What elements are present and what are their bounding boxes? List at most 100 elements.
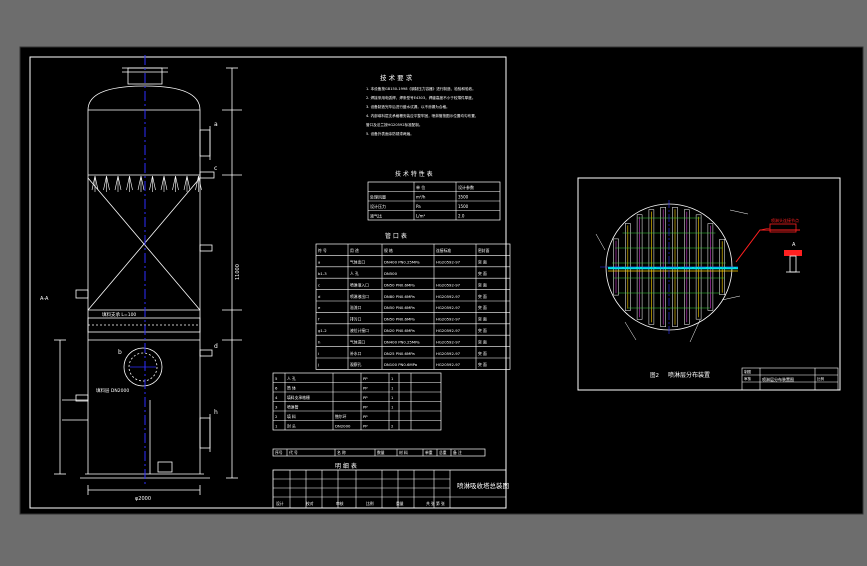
spray-nozzle [183,175,191,192]
parts-header-cell: 备 注 [453,450,462,455]
parts-list-cell: 3 [275,404,278,409]
label-nozzle-h: h [214,409,218,416]
label-nozzle-c: c [214,165,217,172]
nozzle-table-cell: 突 面 [478,317,487,322]
parts-list-cell: 封 头 [287,423,296,428]
inset-detail-tag: A [792,242,796,248]
nozzle-table-cell: 连接标准 [436,248,451,253]
tech-table-cell: m³/h [416,194,426,199]
nozzle-table-cell: 突 面 [478,339,487,344]
label-packing-support: 填料支承 L=100 [102,311,136,318]
nozzle-table-cell: d [318,294,321,299]
inset-tb-cell: 比例 [817,376,825,381]
tee-detail [784,250,802,273]
tech-table-cell: 1500 [458,204,469,209]
label-packing-layer: 填料层 DN2000 [96,387,129,394]
inset-tb-cell: 制图 [744,369,752,374]
parts-list-cell: 1 [391,376,394,381]
nozzle-table-cell: b1-3 [318,271,327,276]
parts-header-cell: 数量 [377,450,385,455]
nozzle-table-cell: HG20592-97 [436,317,461,322]
inset-caption-prefix: 图2 [650,371,659,379]
tech-table-cell: 单 位 [416,184,425,190]
parts-header-cell: 序号 [275,450,283,455]
title-block-cell: 比例 [366,501,374,506]
nozzle-table-cell: 突 面 [478,328,487,333]
nozzle-table-cell: 观察孔 [350,362,362,367]
spray-nozzle [160,175,168,192]
tech-table-cell: 2.0 [458,213,465,218]
nozzle-table-cell: 溢流口 [350,305,362,310]
parts-list-cell: PP [363,404,368,409]
tech-requirement-line: 管口及法兰按HG20592标准配制。 [366,122,422,127]
parts-list-cell: 鲍尔环 [335,414,347,419]
parts-list-cell: 1 [275,423,278,428]
nozzle-table-cell: HG20592-97 [436,339,461,344]
inset-title-block: 制图审核喷淋层分布装置图比例 [741,367,839,391]
nozzle-table-cell: e [318,305,321,310]
nozzle-table-cell: f [318,317,320,322]
label-nozzle-a: a [214,121,218,128]
nozzle-table-cell: 密封面 [478,248,490,253]
parts-header-cell: 材 料 [399,450,408,455]
tech-table-cell: 设计参数 [458,184,474,190]
parts-list-caption: 明 细 表 [335,462,357,470]
nozzle-table-cell: 突 面 [478,271,487,276]
nozzle-table-cell: 液位计接口 [350,328,369,333]
nozzle-table-cell: 补水口 [350,351,362,356]
nozzle-table-cell: g1-2 [318,328,327,333]
nozzle-table-cell: HG20592-97 [436,362,461,367]
tech-requirements-text: 1. 本设备按GB150-1998《钢制压力容器》进行制造、检验和验收。2. 焊… [366,86,478,136]
tech-table-title: 技 术 特 性 表 [395,170,433,178]
parts-list-cell: PP [363,423,368,428]
nozzle-table-cell: DN50 PN0.6MPa [384,305,415,310]
nozzle-table-cell: HG20592-97 [436,294,461,299]
spray-distributor-plan: A 喷淋头连接节点 [595,200,802,343]
drawing-frame [29,56,507,509]
nozzle-table-cell: 喷淋液出口 [350,294,369,299]
tech-requirement-line: 3. 设备制造完毕后进行盛水试漏，以不渗漏为合格。 [366,104,450,109]
nozzle-table-cell: DN400 PN0.25MPa [384,260,420,265]
nozzle-table-cell: 突 面 [478,294,487,299]
nozzle-table-cell: DN400 PN0.25MPa [384,339,420,344]
title-block-cell: 共 张 第 张 [426,501,445,506]
inset-detail-label: 喷淋头连接节点 [771,217,799,223]
spray-nozzle [91,175,99,192]
parts-list-cell: PP [363,376,368,381]
nozzle-table-cell: 突 面 [478,362,487,367]
label-section: A-A [40,296,49,302]
nozzle-table-cell: DN50 PN0.6MPa [384,317,415,322]
tech-requirement-line: 2. 焊接采用电弧焊，焊条型号E4303，焊缝高度不小于较薄件厚度。 [366,95,475,100]
nozzle-table-cell: 喷淋液入口 [350,282,369,287]
parts-list-cell: 1 [391,395,394,400]
parts-list-cell: 2 [275,414,278,419]
nozzle-table-cell: 排污口 [350,317,362,322]
inset-tb-cell: 审核 [744,376,752,381]
spray-nozzle [114,175,122,192]
label-manhole: b [118,349,122,356]
tech-table-cell: Pa [416,204,421,209]
nozzle-table-cell: HG20592-97 [436,282,461,287]
spray-nozzle [126,175,133,192]
nozzle-table-cell: 气体出口 [350,260,365,265]
label-diameter: φ2000 [135,496,151,502]
nozzle-table-cell: DN50 PN0.6MPa [384,282,415,287]
parts-header-cell: 代 号 [289,450,298,455]
label-height-total: 11000 [235,264,241,280]
manhole-b [123,347,163,387]
inset-sheet-frame [577,177,841,391]
spray-nozzle [172,175,179,192]
tech-table-cell: 液气比 [370,212,382,218]
nozzle-table-cell: j [317,362,319,367]
nozzle-table-cell: h [318,339,321,344]
nozzle-table-cell: 符 号 [318,248,327,253]
parts-list-cell: 2 [391,423,394,428]
parts-list-cell: 5 [275,376,278,381]
tech-requirements-title: 技 术 要 求 [380,73,413,82]
parts-list-cell: 4 [275,395,278,400]
nozzle-table-cell: i [318,351,319,356]
title-block-cell: 校对 [306,501,314,506]
